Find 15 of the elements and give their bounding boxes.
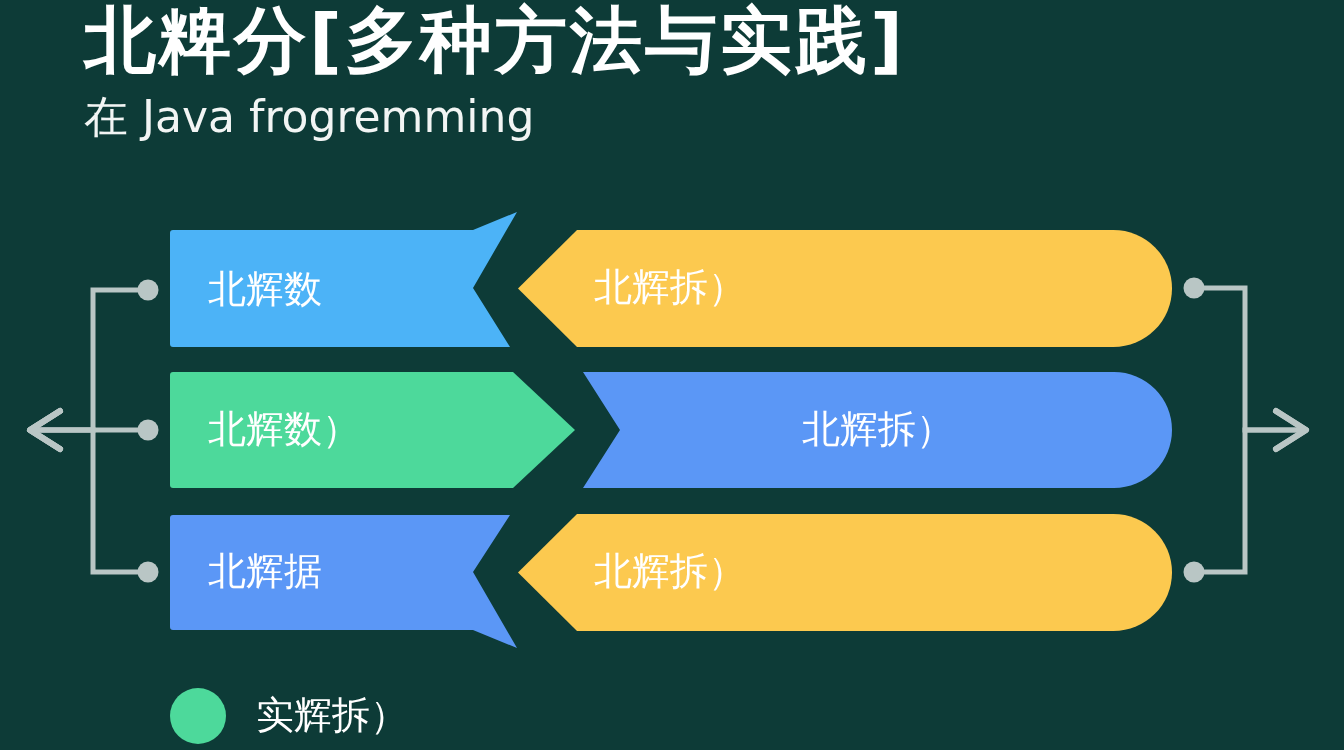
tab-label: 北辉拆） (801, 406, 954, 454)
tab-label: 北辉据 (208, 548, 322, 596)
arrow-tab (170, 372, 575, 488)
tab-label: 北辉拆） (594, 264, 746, 312)
notched-pill (583, 372, 1172, 488)
notched-tab (170, 212, 517, 347)
arrow-pill (518, 230, 1172, 347)
arrow-pill (518, 514, 1172, 631)
legend-label: 实辉拆） (256, 693, 408, 739)
tab-label: 北辉拆） (594, 548, 746, 596)
title: 北粺分[多种方法与实践] (84, 0, 906, 80)
tab-label: 北辉数 (208, 266, 322, 314)
notched-tab (170, 515, 517, 648)
tab-label: 北辉数） (208, 406, 360, 454)
subtitle: 在 Java frogremming (84, 90, 535, 144)
